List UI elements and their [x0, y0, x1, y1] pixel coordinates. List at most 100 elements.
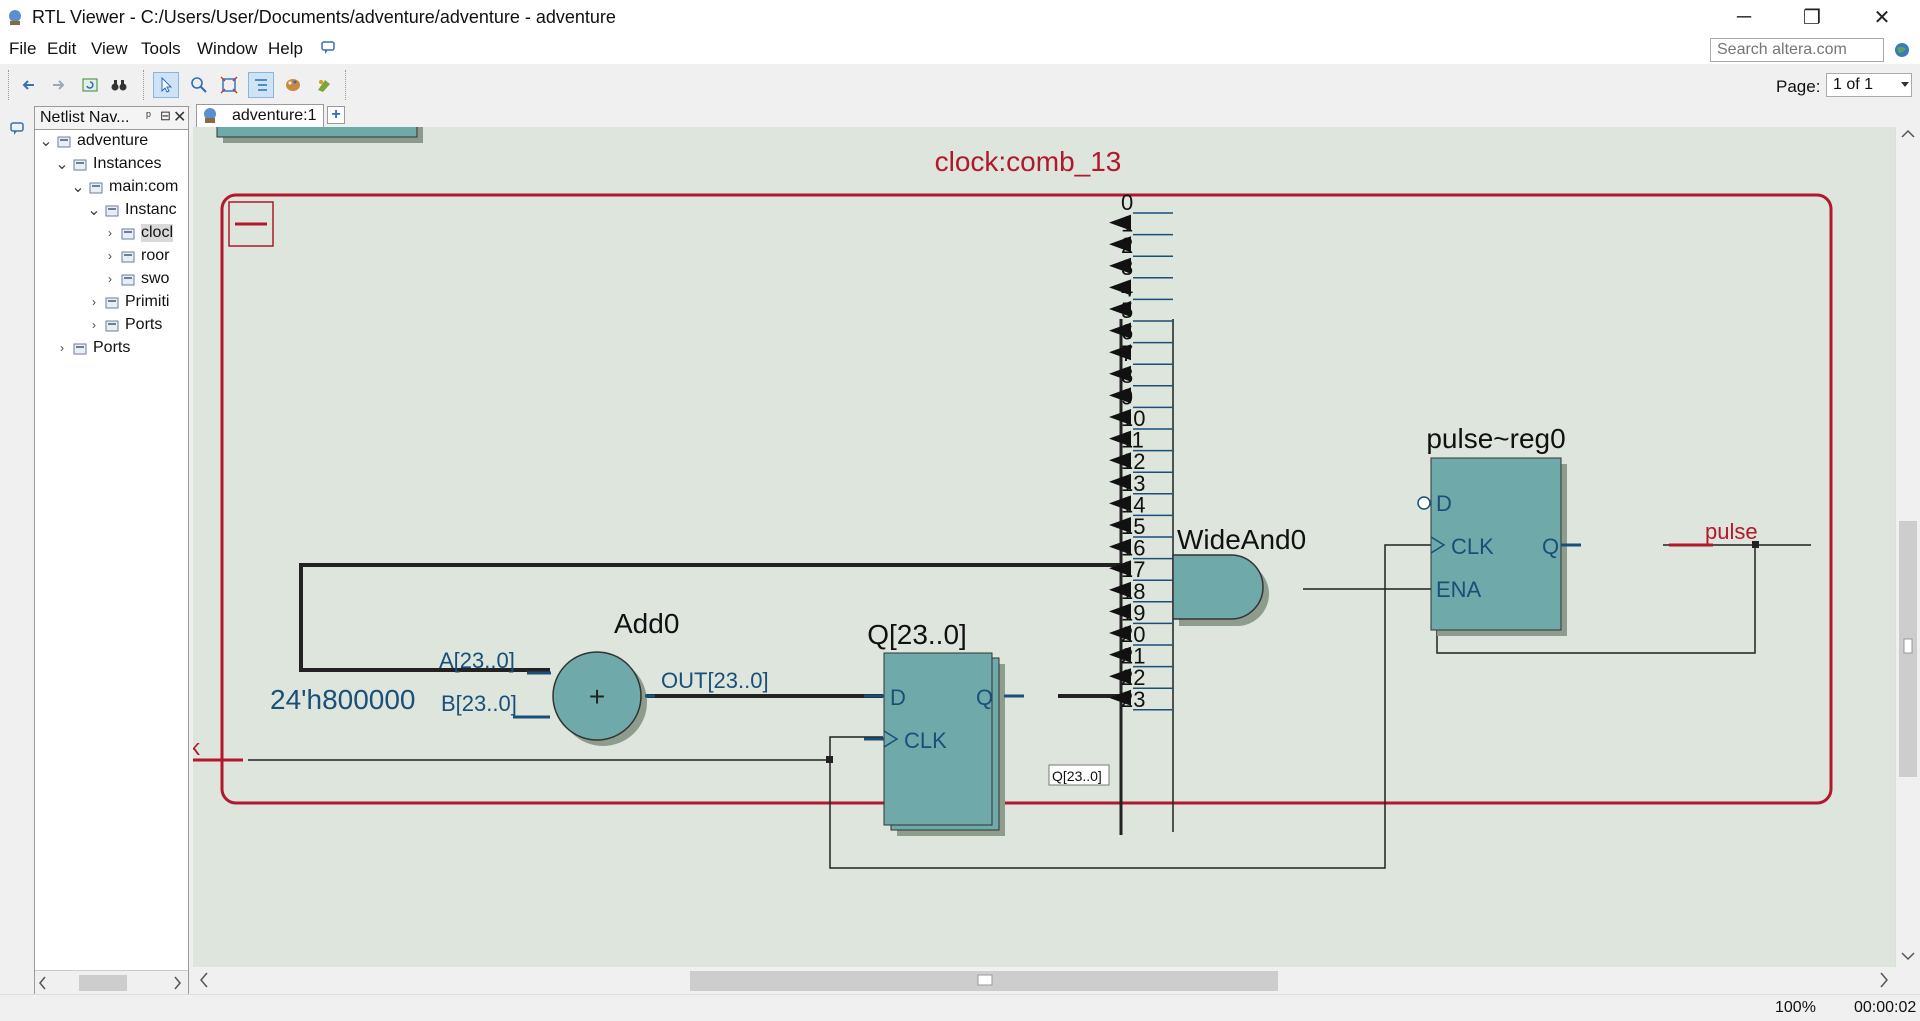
chevron-right-icon[interactable]: ›	[108, 249, 112, 263]
previous-block[interactable]	[216, 127, 418, 138]
bus-bit-label: 22	[1121, 665, 1145, 690]
menu-view[interactable]: View	[91, 39, 128, 58]
feedback-icon[interactable]	[320, 40, 336, 56]
pulse-reg-q-label: Q	[1542, 534, 1559, 559]
menu-file[interactable]: File	[9, 39, 37, 58]
float-icon[interactable]: ⊟	[160, 108, 171, 123]
color-button[interactable]	[280, 72, 306, 98]
close-button[interactable]: ✕	[1873, 6, 1891, 29]
chevron-down-icon[interactable]: ⌄	[87, 202, 101, 219]
tree-item[interactable]: ›swo	[103, 268, 169, 290]
adder-block[interactable]	[552, 651, 642, 741]
bus-ripper-tap	[1109, 214, 1131, 231]
restore-button[interactable]: ❐	[1803, 6, 1821, 29]
select-button[interactable]	[153, 72, 179, 98]
instance-icon	[121, 250, 135, 263]
collapse-button[interactable]	[228, 201, 274, 247]
toolbar-grip	[8, 70, 11, 100]
pulse-reg-block[interactable]	[1430, 457, 1562, 631]
tab-adventure[interactable]	[196, 104, 324, 128]
horizontal-scrollbar-graphic[interactable]	[193, 967, 1895, 994]
clk-route-wire	[829, 544, 1517, 869]
find-button[interactable]	[106, 72, 132, 98]
chevron-right-icon[interactable]: ›	[108, 226, 112, 240]
pin-icon[interactable]: ᵖ	[146, 108, 151, 123]
output-port-pulse: pulse	[1705, 519, 1758, 544]
refresh-button[interactable]	[77, 72, 103, 98]
page-label: Page:	[1776, 77, 1821, 96]
register-q-label: Q	[976, 685, 993, 710]
title-bar	[0, 0, 1920, 34]
bus-ripper-tap	[1109, 625, 1131, 641]
pulse-reg-name: pulse~reg0	[1426, 423, 1565, 454]
fit-button[interactable]	[216, 72, 242, 98]
bus-bit-label: 18	[1121, 579, 1145, 604]
menu-help[interactable]: Help	[268, 39, 303, 58]
chevron-down-icon[interactable]: ⌄	[55, 156, 69, 173]
bus-bit-label: 4	[1121, 276, 1133, 301]
chevron-right-icon[interactable]: ›	[108, 272, 112, 286]
bus-ripper-tap	[1109, 473, 1131, 490]
page-select[interactable]: 1 of 1	[1826, 73, 1912, 97]
tree-item-label: Ports	[93, 339, 131, 356]
chevron-down-icon[interactable]	[1901, 82, 1909, 87]
tree-item-label: Primiti	[125, 293, 170, 310]
schematic-svg[interactable]: clock:comb_13 Add0 + A[23..0] B[23..0] O…	[193, 127, 1895, 967]
chevron-right-icon[interactable]: ›	[60, 341, 64, 355]
netlist-tree: ⌄adventure⌄Instances⌄main:com⌄Instanc›cl…	[35, 130, 188, 970]
vertical-scrollbar-graphic[interactable]	[1896, 127, 1920, 967]
input-port-clk: clk	[193, 735, 201, 760]
schematic-canvas[interactable]: clock:comb_13 Add0 + A[23..0] B[23..0] O…	[193, 127, 1895, 967]
tree-item[interactable]: › Primiti	[87, 291, 169, 313]
chevron-down-icon[interactable]: ⌄	[39, 133, 53, 150]
menu-tools[interactable]: Tools	[141, 39, 181, 58]
tree-item[interactable]: ⌄Instances	[55, 153, 161, 175]
bus-ripper-tap	[1109, 560, 1131, 577]
hierarchy-button[interactable]	[248, 72, 274, 98]
menu-window[interactable]: Window	[197, 39, 258, 58]
tree-item[interactable]: ›Ports	[87, 314, 162, 336]
bus-bit-label: 14	[1121, 492, 1145, 517]
folder-icon	[73, 158, 87, 171]
register-block[interactable]	[883, 652, 993, 826]
bus-bit-label: 10	[1121, 406, 1145, 431]
navigator-horizontal-scrollbar[interactable]	[35, 970, 188, 995]
bus-ripper-tap	[1109, 387, 1131, 404]
toolbar-separator	[143, 70, 146, 100]
minimize-button[interactable]: ─	[1736, 5, 1752, 28]
bus-ripper-tap	[1109, 409, 1131, 425]
bus-ripper-tap	[1109, 322, 1131, 339]
instance-boundary[interactable]	[220, 193, 1833, 805]
bus-ripper-tap	[1109, 538, 1131, 555]
add-tab-button[interactable]: +	[327, 106, 345, 124]
chevron-right-icon[interactable]: ›	[92, 295, 96, 309]
horizontal-scrollbar[interactable]	[193, 967, 1895, 994]
folder-icon	[105, 204, 119, 217]
navigator-scrollbar-graphic[interactable]	[35, 971, 188, 995]
close-icon[interactable]: ✕	[173, 109, 187, 126]
tree-item[interactable]: ⌄Instanc	[87, 199, 176, 221]
tab-label[interactable]: adventure:1	[232, 107, 317, 124]
search-input[interactable]	[1710, 38, 1884, 62]
chevron-right-icon[interactable]: ›	[92, 318, 96, 332]
back-button[interactable]	[16, 72, 42, 98]
and-gate-block[interactable]	[1172, 554, 1264, 620]
tree-item[interactable]: › Ports	[55, 337, 130, 359]
tree-item[interactable]: ›roor	[103, 245, 169, 267]
tree-item[interactable]: ⌄adventure	[39, 130, 148, 152]
tree-item[interactable]: ›clocl	[103, 222, 174, 244]
bus-ripper-tap	[1109, 668, 1131, 685]
elapsed-time: 00:00:02	[1854, 999, 1917, 1016]
globe-icon[interactable]	[1893, 41, 1911, 59]
forward-button[interactable]	[45, 72, 71, 98]
tree-item[interactable]: ⌄main:com	[71, 176, 178, 198]
tooltip	[1048, 764, 1110, 786]
chevron-down-icon[interactable]: ⌄	[71, 179, 85, 196]
menu-edit[interactable]: Edit	[47, 39, 77, 58]
paint-button[interactable]	[311, 72, 337, 98]
vertical-scrollbar[interactable]	[1895, 127, 1920, 967]
messages-icon[interactable]	[8, 120, 26, 138]
zoom-button[interactable]	[186, 72, 212, 98]
toolbar-separator	[345, 70, 348, 100]
